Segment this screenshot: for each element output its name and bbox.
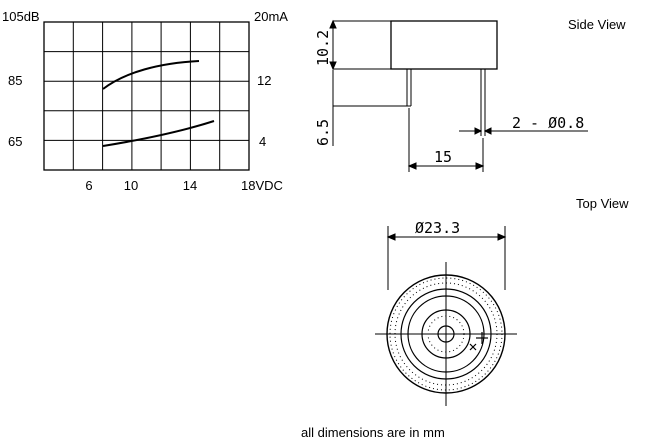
center-lines (375, 262, 517, 406)
buzzer-body-side (390, 20, 498, 70)
pin-spacing-label: 15 (434, 148, 452, 166)
x-tick-14: 14 (183, 178, 197, 193)
buzzer-pins (406, 69, 486, 136)
current-curve (102, 120, 215, 147)
graph-grid (44, 22, 249, 170)
side-view-title: Side View (568, 17, 626, 32)
top-view-title: Top View (576, 196, 629, 211)
units-note: all dimensions are in mm (301, 425, 445, 440)
polarity-mark-icon (469, 332, 488, 351)
right-axis-label-20ma: 20mA (254, 9, 288, 24)
diameter-dimension (386, 226, 507, 290)
performance-graph: 105dB 85 65 20mA 12 4 6 10 14 18VDC (2, 9, 288, 193)
left-axis-label-65: 65 (8, 134, 22, 149)
right-axis-label-4: 4 (259, 134, 266, 149)
top-view-drawing: Top View Ø23.3 (375, 196, 629, 406)
height-dimension (329, 19, 407, 71)
side-view-drawing: Side View 10.2 6.5 (314, 17, 626, 172)
right-axis-label-12: 12 (257, 73, 271, 88)
pin-length-dimension-label: 6.5 (314, 119, 332, 146)
pin-length-dimension (332, 70, 407, 146)
pin-diameter-label: 2 - Ø0.8 (512, 114, 584, 132)
graph-frame (43, 21, 250, 171)
x-tick-10: 10 (124, 178, 138, 193)
left-axis-label-85: 85 (8, 73, 22, 88)
sound-level-curve (102, 60, 200, 90)
height-dimension-label: 10.2 (314, 30, 332, 66)
pin-diameter-leader (459, 127, 588, 135)
x-tick-6: 6 (85, 178, 92, 193)
left-axis-label-105db: 105dB (2, 9, 40, 24)
diameter-label: Ø23.3 (415, 219, 460, 237)
x-tick-18vdc: 18VDC (241, 178, 283, 193)
pin-spacing-dimension (407, 108, 485, 172)
